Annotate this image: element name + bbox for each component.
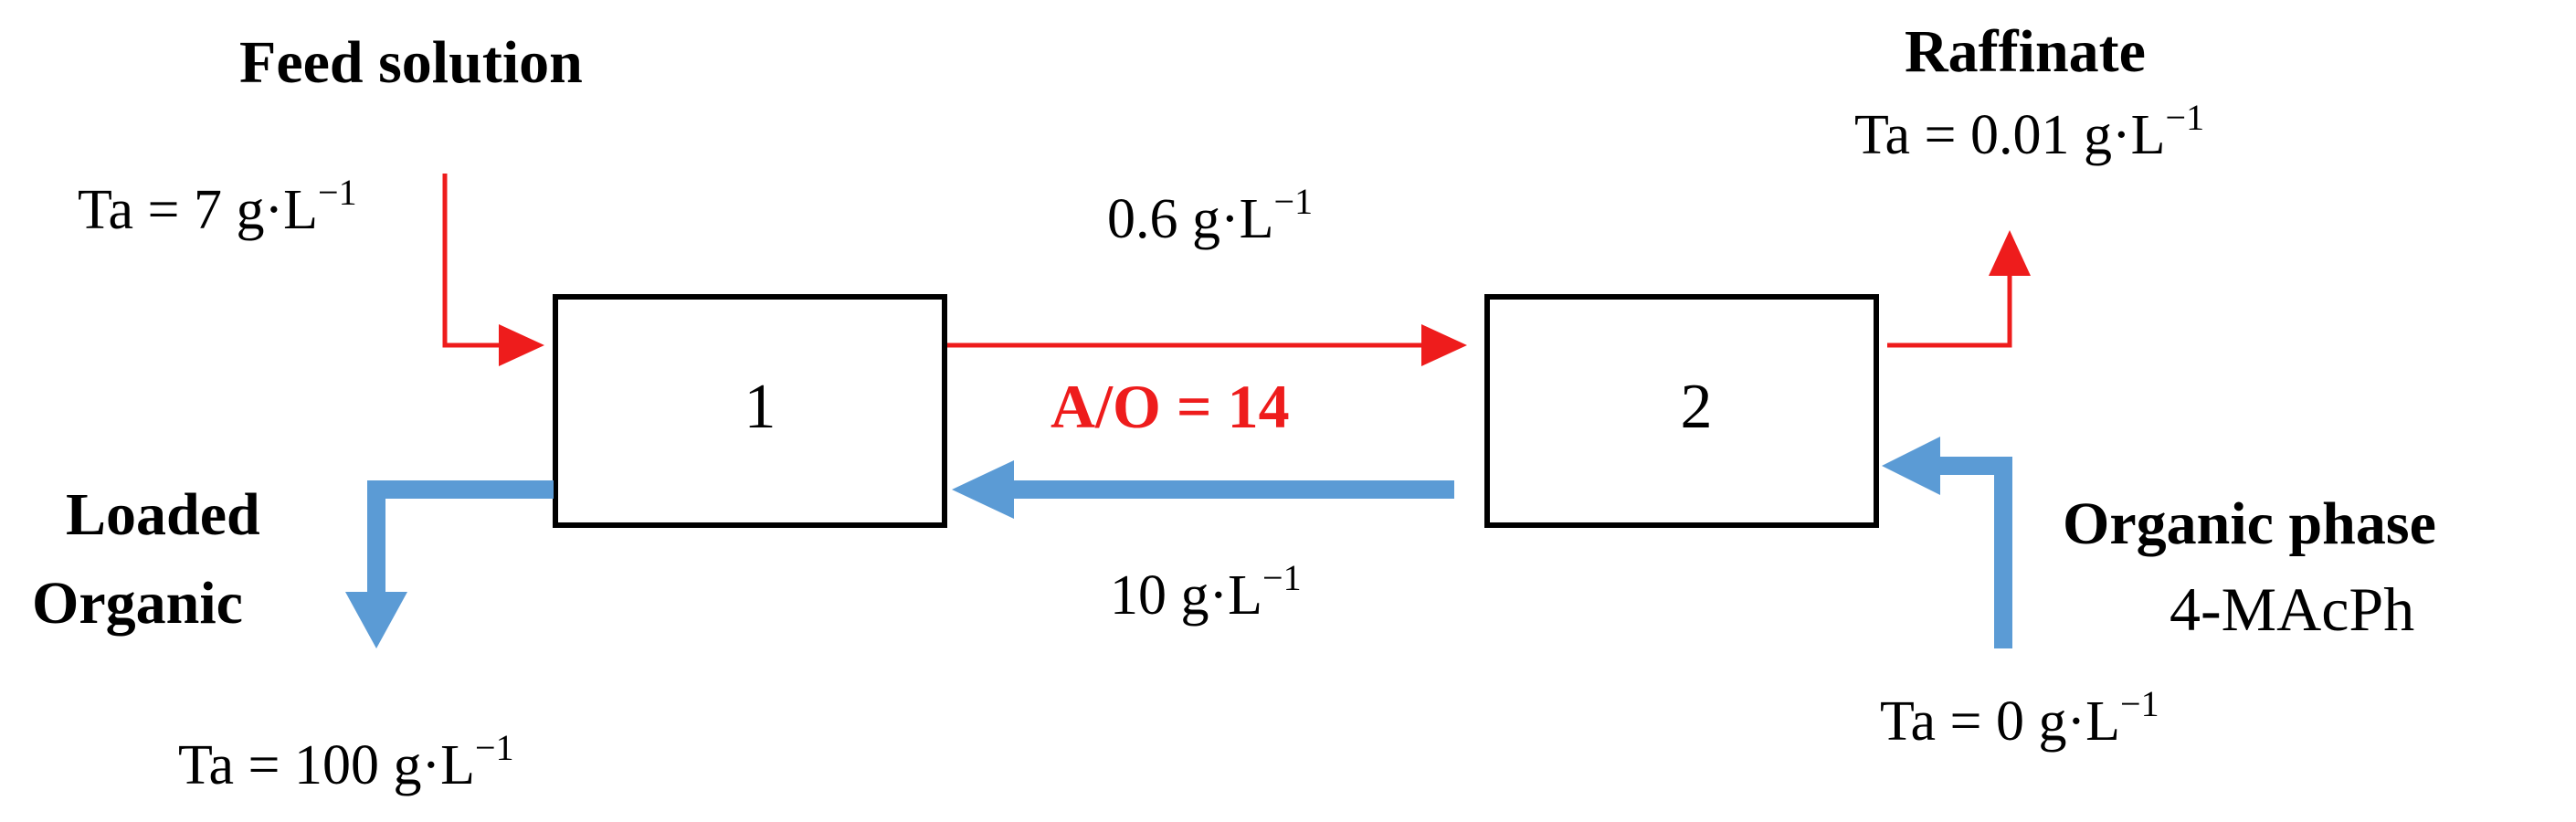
organic-phase-extractant: 4-MAcPh [2170,574,2414,644]
feed-arrow [442,174,544,366]
raffinate-arrow [1887,230,2031,348]
stage-1-label: 1 [744,372,776,442]
feed-concentration: Ta = 7 g·L−1 [78,172,357,241]
stage-2-label: 2 [1681,372,1713,442]
loaded-organic-arrow [345,480,554,648]
interstage-aqueous-arrow [947,324,1467,366]
stage-1-box [553,294,947,528]
loaded-organic-title-line1: Loaded [66,481,260,548]
loaded-organic-title-line2: Organic [32,570,243,637]
interstage-organic-concentration: 10 g·L−1 [1110,557,1302,627]
raffinate-title: Raffinate [1905,18,2146,85]
organic-phase-title: Organic phase [2063,490,2436,557]
raffinate-concentration: Ta = 0.01 g·L−1 [1854,97,2204,166]
interstage-organic-arrow [952,460,1454,519]
stage-2-box [1484,294,1879,528]
interstage-aqueous-concentration: 0.6 g·L−1 [1107,181,1313,250]
phase-ratio-label: A/O = 14 [1050,372,1290,441]
organic-feed-arrow [1882,437,2012,648]
loaded-organic-concentration: Ta = 100 g·L−1 [178,727,514,796]
feed-title: Feed solution [239,29,583,96]
organic-phase-concentration: Ta = 0 g·L−1 [1880,683,2159,753]
